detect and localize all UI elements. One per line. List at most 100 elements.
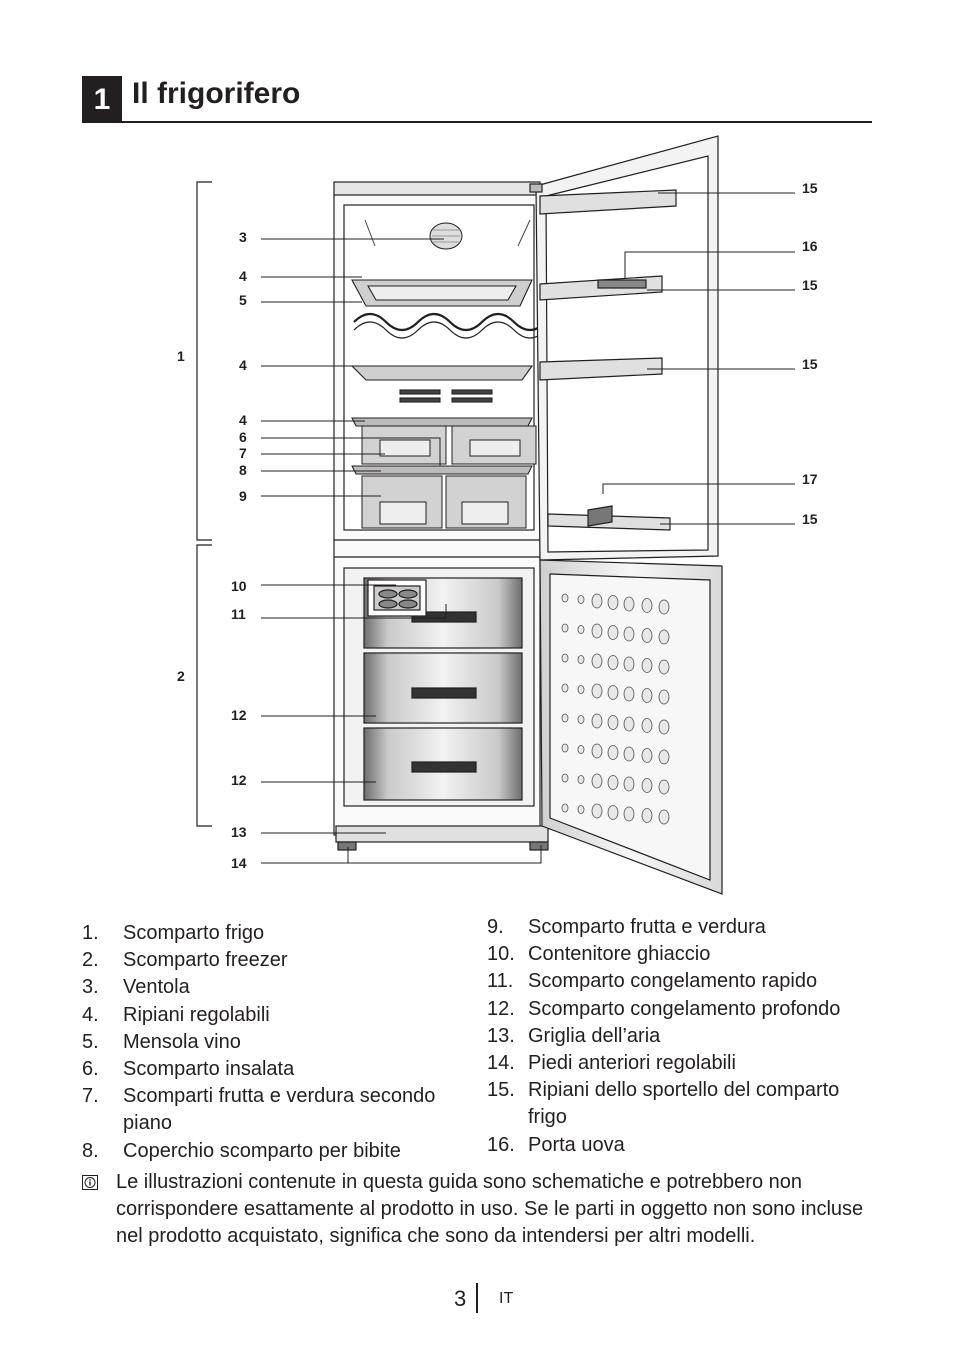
door-dimple	[623, 806, 635, 822]
callout-15c: 15	[802, 356, 818, 372]
callout-15a: 15	[802, 180, 818, 196]
callout-17: 17	[802, 471, 818, 487]
legend-num: 11.	[487, 970, 514, 993]
freezer-drawers	[363, 577, 523, 801]
door-dimple	[641, 718, 653, 733]
callout-2: 2	[177, 668, 185, 684]
legend-num: 9.	[487, 916, 504, 938]
door-dimple	[591, 653, 603, 669]
door-dimple	[623, 656, 635, 672]
callout-7: 7	[239, 445, 247, 461]
note-text: Le illustrazioni contenute in questa gui…	[116, 1171, 864, 1248]
door-dimple	[591, 593, 603, 609]
callout-8: 8	[239, 462, 247, 478]
legend-text: Griglia dell’aria	[528, 1024, 661, 1047]
door-dimple	[658, 659, 670, 675]
leader-lines	[261, 192, 795, 864]
legend-item: 9. Scomparto frutta e verdura	[487, 914, 872, 941]
legend-num: 1.	[82, 922, 99, 944]
door-dimple	[641, 778, 653, 793]
door-dimple	[623, 716, 635, 732]
door-dimple	[607, 625, 619, 640]
legend-num: 5.	[82, 1030, 99, 1053]
door-dimple	[561, 773, 569, 783]
callout-12a: 12	[231, 707, 247, 723]
door-dimple	[577, 775, 585, 784]
door-dimple	[623, 686, 635, 702]
door-dimple	[591, 803, 603, 819]
door-dimple	[658, 749, 670, 765]
legend-num: 6.	[82, 1058, 99, 1081]
callout-10: 10	[231, 578, 247, 594]
legend-text: Contenitore ghiaccio	[528, 943, 711, 966]
legend-item: 7. Scomparti frutta e verdura secondo pia…	[82, 1083, 462, 1137]
door-dimple	[607, 715, 619, 730]
legend-text: Scomparti frutta e verdura secondo piano	[123, 1085, 436, 1135]
door-dimple	[577, 625, 585, 634]
legend-num: 10.	[487, 943, 515, 966]
legend-item: 16.Porta uova	[487, 1132, 872, 1159]
callout-14: 14	[231, 855, 247, 871]
legend-item: 11.Scomparto congelamento rapido	[487, 968, 872, 995]
legend-num: 13.	[487, 1024, 515, 1047]
heading-rule	[82, 121, 872, 123]
legend-text: Ventola	[123, 976, 190, 999]
door-dimple	[623, 746, 635, 762]
legend-text: Scomparto freezer	[123, 949, 288, 972]
door-dimple	[641, 688, 653, 703]
door-dimple	[623, 626, 635, 642]
door-dimple	[658, 719, 670, 735]
door-dimple	[577, 745, 585, 754]
legend-text: Scomparto congelamento profondo	[528, 997, 841, 1020]
fridge-door	[529, 135, 719, 561]
legend-num: 8.	[82, 1139, 99, 1162]
callout-5: 5	[239, 292, 247, 308]
door-dimple	[607, 775, 619, 790]
door-dimple	[591, 773, 603, 789]
legend-num: 12.	[487, 997, 515, 1020]
page-number: 3	[454, 1286, 467, 1311]
callout-13: 13	[231, 824, 247, 840]
legend-num: 16.	[487, 1133, 515, 1156]
door-dimple	[658, 599, 670, 615]
door-dimple	[577, 655, 585, 664]
door-dimple	[623, 776, 635, 792]
door-dimple	[607, 655, 619, 670]
legend-text: Scomparto frutta e verdura	[528, 916, 766, 938]
callout-6: 6	[239, 429, 247, 445]
info-icon	[82, 1175, 98, 1190]
legend-item: 8.Coperchio scomparto per bibite	[82, 1138, 462, 1165]
door-dimple	[658, 779, 670, 795]
legend-text: Scomparto insalata	[123, 1058, 295, 1081]
callout-4b: 4	[239, 357, 247, 373]
legend-num: 4.	[82, 1003, 99, 1026]
legend-text: Mensola vino	[123, 1030, 241, 1053]
door-dimple	[561, 713, 569, 723]
door-dimple	[561, 743, 569, 753]
door-dimple	[577, 715, 585, 724]
legend-item: 4. Ripiani regolabili	[82, 1002, 462, 1029]
door-dimple	[591, 683, 603, 699]
legend-item: 3. Ventola	[82, 974, 462, 1001]
callout-labels: 1 2 3 4 5 4 4 6 7 8 9 10 11 12 12 13 14 …	[177, 180, 818, 871]
legend-num: 7.	[82, 1085, 99, 1108]
door-dimple	[641, 628, 653, 643]
door-dimple	[577, 805, 585, 814]
door-dimple	[607, 805, 619, 820]
callout-15b: 15	[802, 277, 818, 293]
legend-left: 1.Scomparto frigo 2.Scomparto freezer 3.…	[82, 920, 462, 1165]
crisper-bins	[351, 425, 537, 529]
legend-num: 14.	[487, 1052, 515, 1075]
fridge-shelves	[350, 279, 547, 427]
door-dimple	[591, 713, 603, 729]
callout-11: 11	[231, 606, 246, 622]
door-dimple	[607, 745, 619, 760]
legend-item: 14.Piedi anteriori regolabili	[487, 1050, 872, 1077]
callout-4a: 4	[239, 268, 247, 284]
legend-text: Scomparto frigo	[123, 922, 265, 944]
legend-item: 10. Contenitore ghiaccio	[487, 941, 872, 968]
door-dimple	[658, 809, 670, 825]
door-dimple	[641, 808, 653, 823]
legend-text: Ripiani regolabili	[123, 1003, 270, 1026]
legend-num: 3.	[82, 976, 99, 999]
